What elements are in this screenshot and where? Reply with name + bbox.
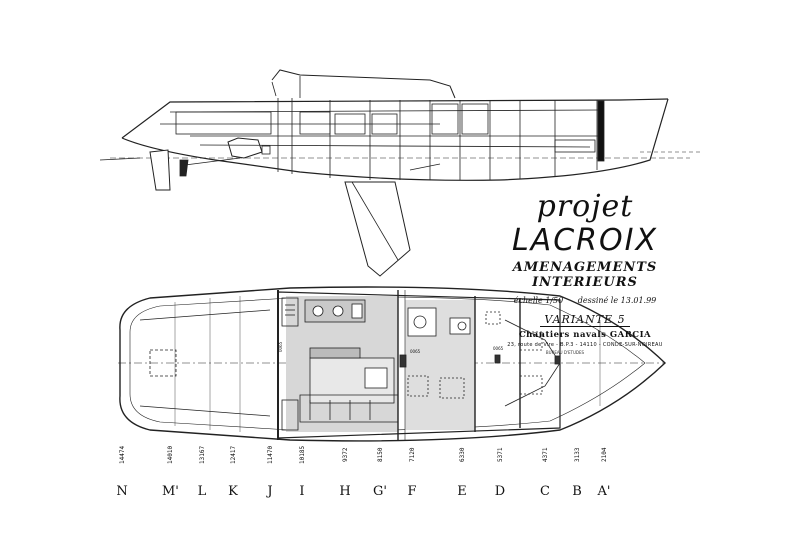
station-value: 9372	[341, 447, 349, 463]
station-letter: N	[116, 484, 128, 499]
drawn-date: dessiné le 13.01.99	[577, 296, 657, 305]
station-letter: G'	[373, 484, 387, 499]
station-letter: D	[494, 484, 506, 499]
station-value: 11470	[266, 445, 274, 465]
station-letter: I	[299, 484, 305, 499]
bulkhead-label-aft: 0065	[278, 341, 283, 352]
project-title: projet LACROIX	[470, 190, 700, 258]
station-value: 12417	[229, 445, 237, 465]
station-value: 14010	[166, 445, 174, 465]
profile-view	[99, 69, 700, 277]
station-value: 4371	[541, 447, 549, 463]
station-letter: A'	[597, 484, 611, 499]
variant-label: VARIANTE 5	[470, 313, 700, 327]
station-value: 10185	[298, 445, 306, 465]
station-value: 2104	[600, 447, 608, 463]
station-letter: C	[540, 484, 550, 499]
station-value: 6330	[458, 447, 466, 463]
station-value: 3133	[573, 447, 581, 463]
station-value: 5371	[496, 447, 504, 463]
bulkhead-label-mid: 0065	[410, 349, 421, 354]
station-value: 8150	[376, 447, 384, 463]
scale-text: échelle 1/50	[513, 296, 564, 305]
project-name: LACROIX	[511, 223, 659, 258]
station-letter: M'	[162, 484, 179, 499]
station-letter: E	[457, 484, 467, 499]
shipyard-name: Chantiers navals GARCIA	[518, 330, 652, 340]
scale-line: échelle 1/50 dessiné le 13.01.99	[470, 296, 700, 305]
station-letter: H	[339, 484, 351, 499]
station-letter: K	[228, 484, 238, 499]
station-letter: F	[407, 484, 417, 499]
project-prefix: projet	[536, 189, 634, 224]
tiny-note: BUREAU D'ETUDES	[545, 350, 585, 355]
station-value: 14474	[118, 445, 126, 465]
title-block: projet LACROIX AMENAGEMENTS INTERIEURS é…	[470, 190, 700, 356]
shipyard-address: 23, route de Vire - B.P.3 - 14110 - COND…	[507, 342, 663, 348]
drawing-subtitle: AMENAGEMENTS INTERIEURS	[512, 260, 658, 290]
plan-labels: 0065 0065 0065	[278, 341, 504, 354]
station-letter: L	[197, 484, 207, 499]
bulkhead-label-fwd: 0065	[493, 346, 504, 351]
station-letter: J	[267, 484, 273, 499]
station-value: 13167	[198, 445, 206, 465]
station-value: 7120	[408, 447, 416, 463]
station-letter: B	[572, 484, 582, 499]
variant-text: VARIANTE 5	[540, 313, 630, 327]
plan-view	[118, 286, 667, 442]
